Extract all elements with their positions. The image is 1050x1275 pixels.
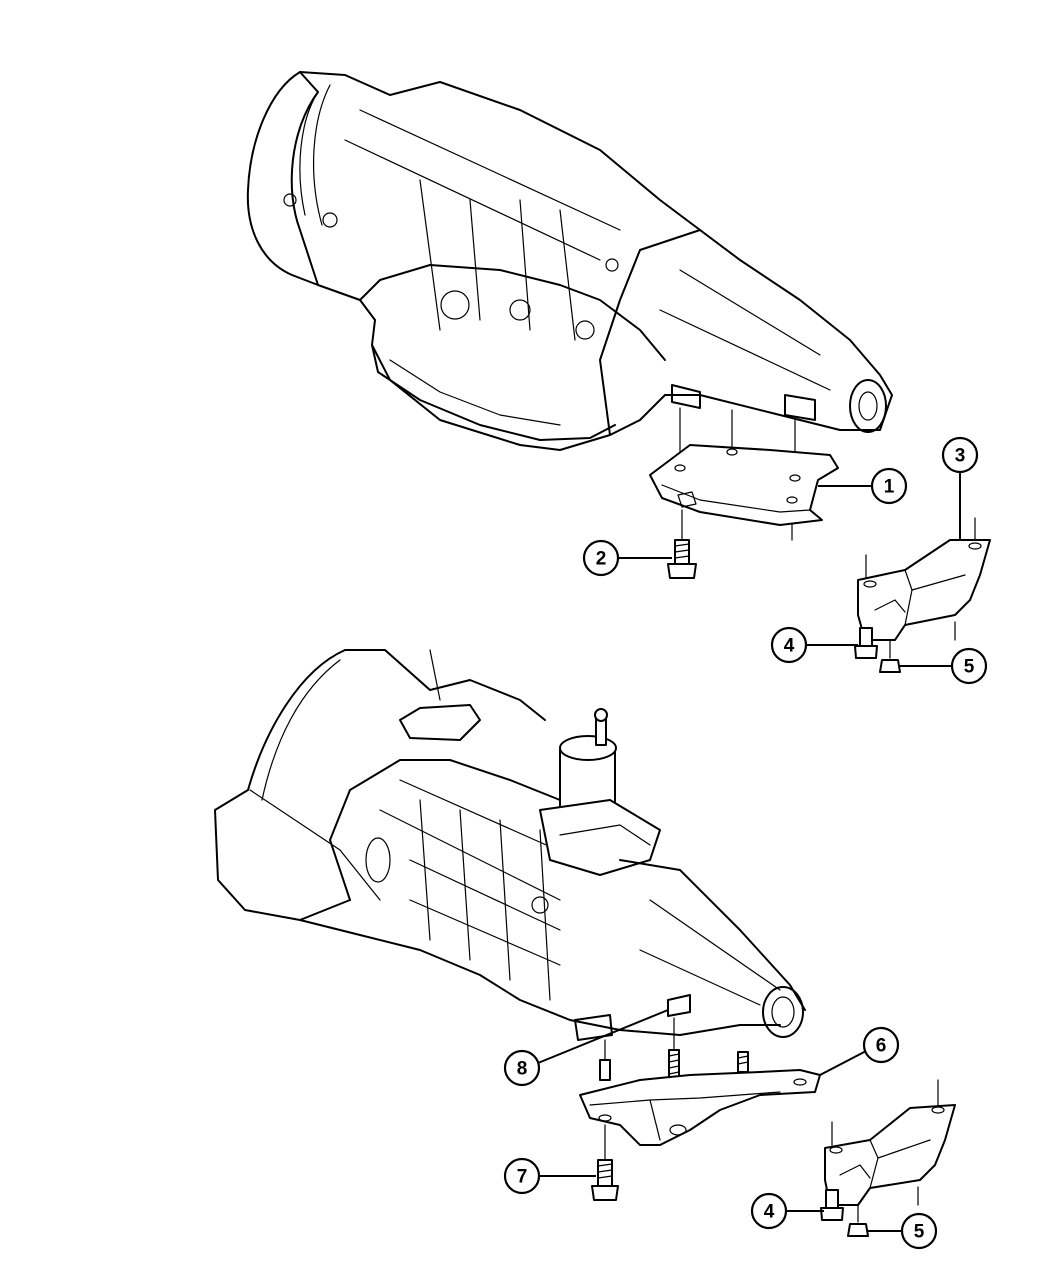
- mount-insulator-lower: [824, 1079, 956, 1206]
- callout-8: 8: [503, 1009, 669, 1087]
- crossmember-lower: [579, 1069, 821, 1146]
- callout-4-upper: 4: [770, 626, 858, 664]
- mount-insulator-upper: [857, 517, 991, 641]
- callout-4-lower-label: 4: [764, 1202, 775, 1223]
- bolt-4-lower: [820, 1189, 844, 1221]
- callout-1: 1: [818, 467, 908, 505]
- callout-6: 6: [819, 1026, 900, 1076]
- callout-7: 7: [503, 1157, 596, 1195]
- callout-6-label: 6: [876, 1036, 887, 1057]
- callout-2: 2: [582, 539, 672, 577]
- crossmember-upper: [649, 444, 839, 526]
- nut-5-lower: [847, 1204, 869, 1237]
- callout-3: 3: [941, 436, 979, 540]
- bolt-7: [591, 1159, 619, 1201]
- callout-5-lower-label: 5: [914, 1222, 925, 1243]
- alignment-lines-lower: [604, 1017, 675, 1161]
- automatic-transmission: [246, 71, 893, 451]
- nut-5-upper: [879, 639, 901, 673]
- callout-2-label: 2: [596, 549, 607, 570]
- bolt-4-upper: [854, 627, 878, 659]
- callout-4-upper-label: 4: [784, 636, 795, 657]
- callout-3-label: 3: [955, 446, 966, 467]
- callout-8-label: 8: [517, 1059, 528, 1080]
- callout-1-label: 1: [884, 477, 895, 498]
- callout-5-lower: 5: [868, 1212, 938, 1250]
- manual-transmission: [214, 649, 806, 1041]
- callout-7-label: 7: [517, 1167, 528, 1188]
- bolt-2: [667, 539, 697, 579]
- callout-5-upper-label: 5: [964, 657, 975, 678]
- callout-5-upper: 5: [900, 647, 988, 685]
- callout-4-lower: 4: [750, 1192, 824, 1230]
